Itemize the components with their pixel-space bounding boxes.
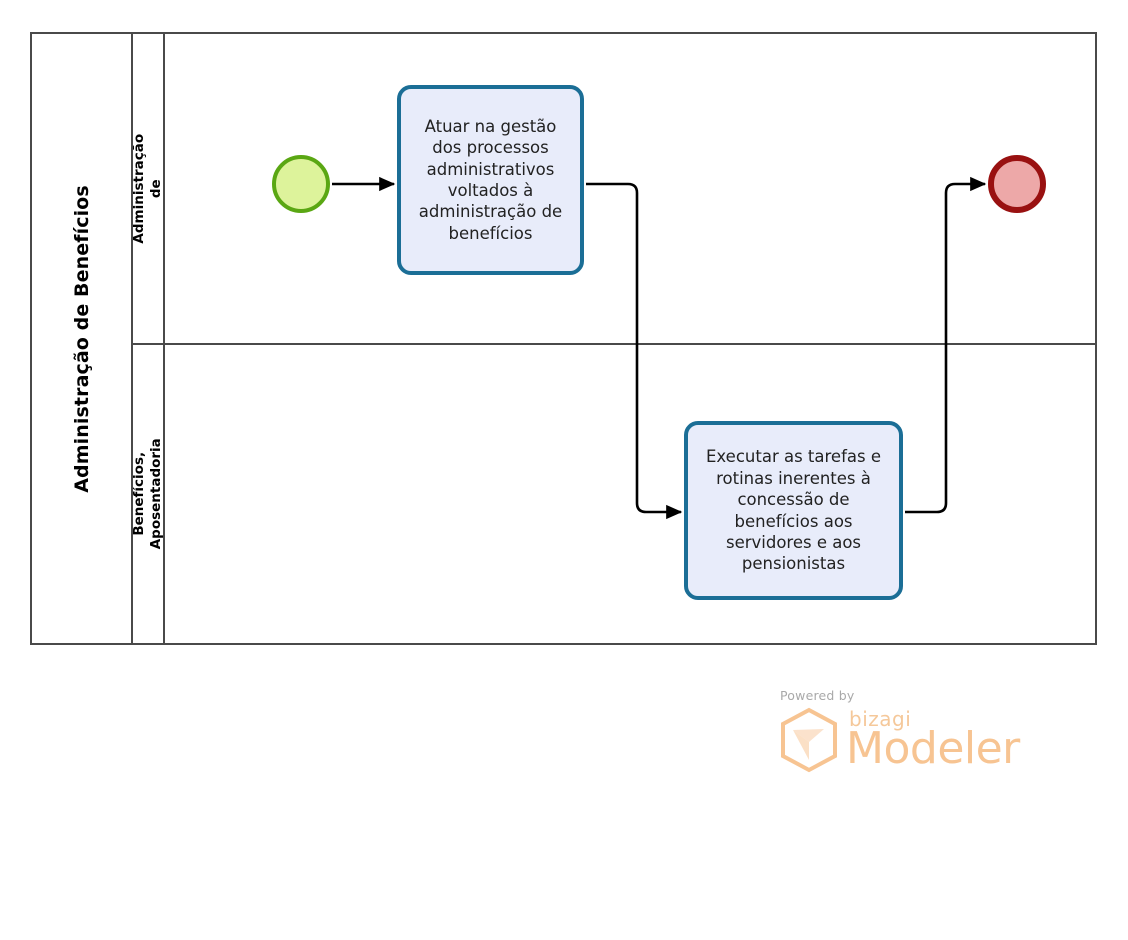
task-executar-as-tarefas[interactable]: Executar as tarefas e rotinas inerentes … — [684, 421, 903, 600]
lane-2-label-column: Seção de Benefícios, Aposentadoria e Pen… — [133, 345, 165, 643]
page-title: Administração de Benefícios — [70, 184, 93, 493]
lane-2-label: Seção de Benefícios, Aposentadoria e Pen… — [133, 438, 164, 550]
end-event[interactable] — [988, 155, 1046, 213]
bizagi-word: bizagi — [849, 707, 912, 731]
bizagi-hexagon-icon — [781, 707, 837, 773]
task-atuar-na-gestao[interactable]: Atuar na gestão dos processos administra… — [397, 85, 584, 275]
lane-container: Divisão de Administração de Benefícios S… — [133, 34, 1095, 643]
lane-1-label: Divisão de Administração de Benefícios — [133, 133, 164, 244]
lane-2-body — [165, 345, 1095, 643]
modeler-word: Modeler — [846, 723, 1020, 774]
lane-secao-de-beneficios-aposentadoria-e-pensao[interactable]: Seção de Benefícios, Aposentadoria e Pen… — [133, 345, 1095, 643]
bizagi-branding: Powered by bizagi Modeler — [778, 688, 1058, 788]
lane-1-label-column: Divisão de Administração de Benefícios — [133, 34, 165, 343]
task-1-label: Atuar na gestão dos processos administra… — [418, 116, 563, 243]
start-event[interactable] — [272, 155, 330, 213]
powered-by-label: Powered by — [780, 688, 855, 703]
pool-title-column: Administração de Benefícios — [32, 34, 133, 643]
task-2-label: Executar as tarefas e rotinas inerentes … — [706, 447, 881, 574]
bizagi-logo-row: bizagi Modeler — [778, 707, 1058, 773]
bizagi-wordmark: bizagi Modeler — [846, 709, 1020, 773]
